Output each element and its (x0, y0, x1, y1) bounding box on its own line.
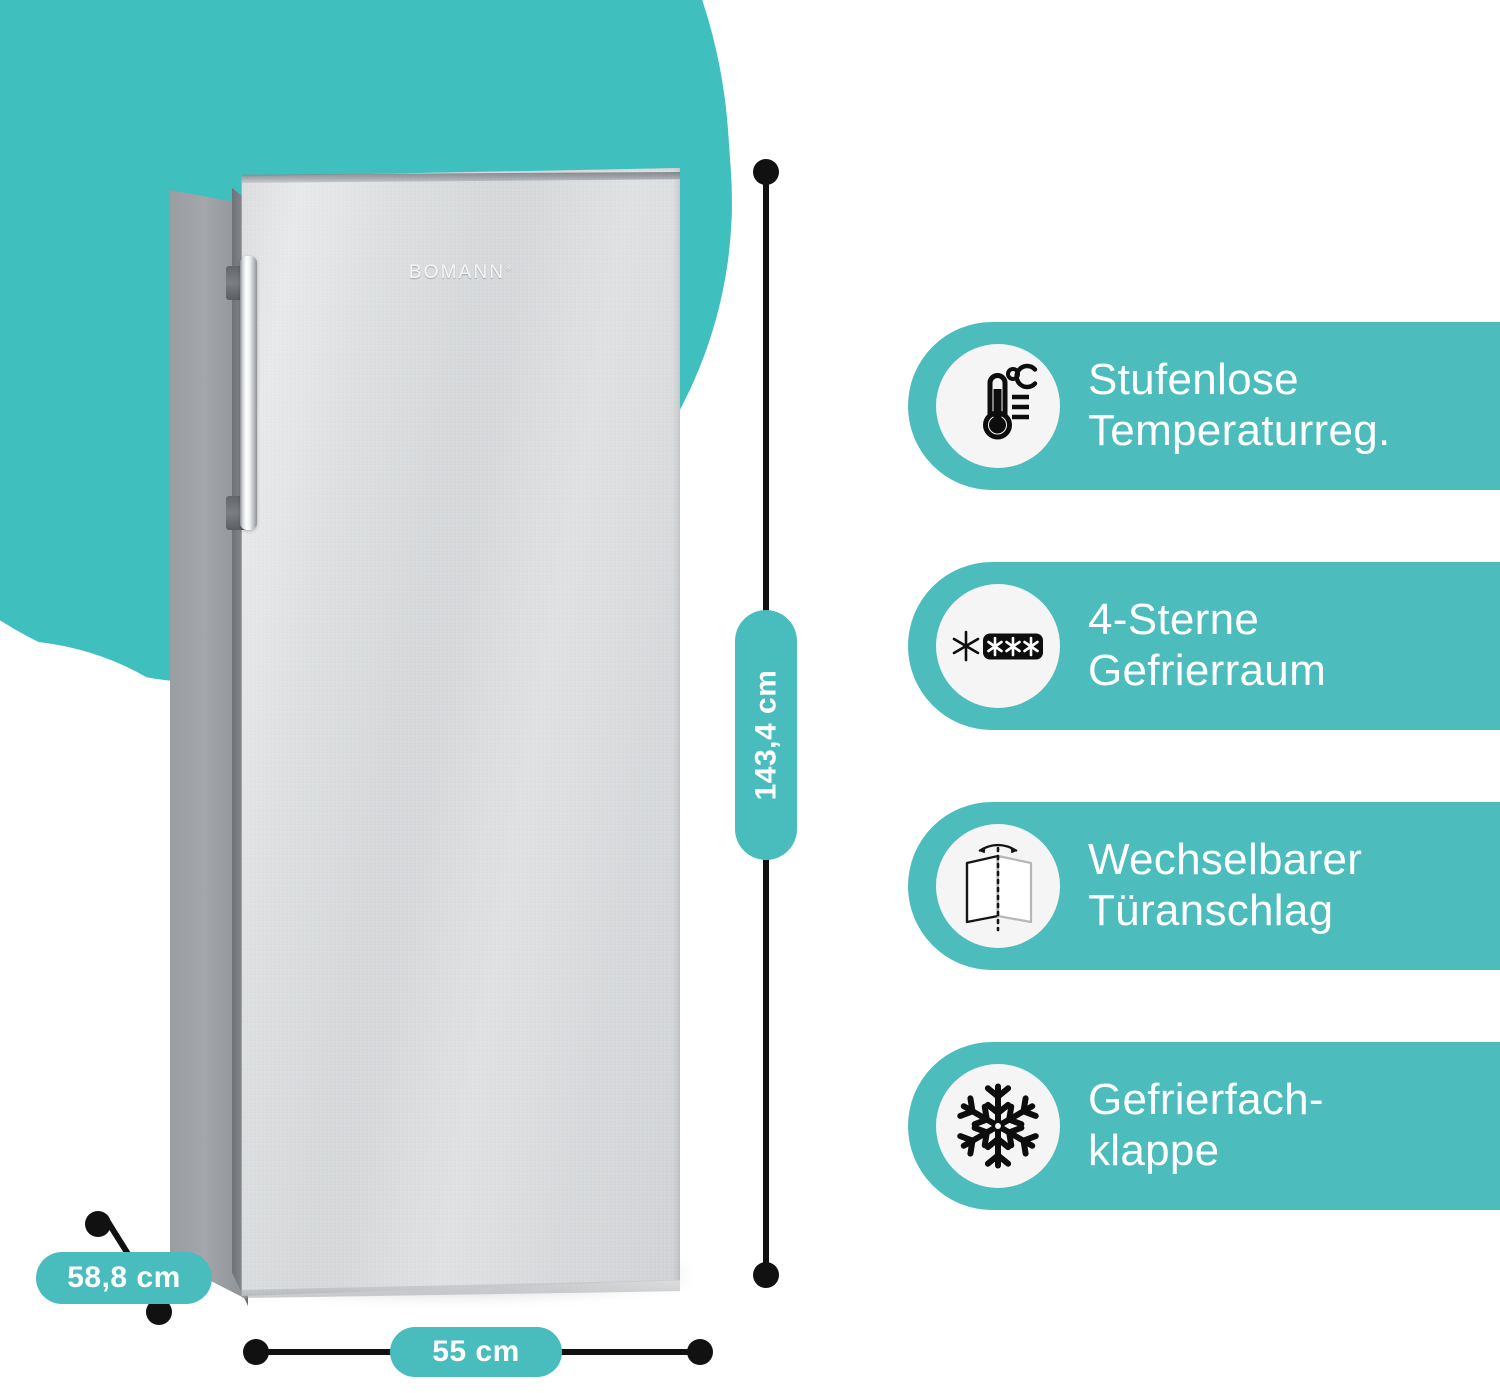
width-endpoint-right-dot (687, 1339, 713, 1365)
brand-logo: BOMANN® (242, 262, 680, 284)
width-endpoint-left-dot (243, 1339, 269, 1365)
feature-badge-freezer-flap: Gefrierfach- klappe (908, 1042, 1500, 1210)
feature-label-freezer-flap: Gefrierfach- klappe (1088, 1075, 1324, 1175)
height-dimension-label: 143,4 cm (735, 610, 797, 860)
height-endpoint-bottom-dot (753, 1262, 779, 1288)
depth-endpoint-top-dot (85, 1211, 111, 1237)
four-star-freezer-icon (936, 584, 1060, 708)
depth-dimension-label: 58,8 cm (36, 1252, 212, 1304)
feature-badge-reversible-door: Wechselbarer Türanschlag (908, 802, 1500, 970)
height-dimension-value: 143,4 cm (749, 669, 782, 801)
height-endpoint-top-dot (753, 159, 779, 185)
door-handle (240, 256, 257, 530)
width-dimension-label: 55 cm (390, 1327, 562, 1377)
feature-badge-four-star: 4-Sterne Gefrierraum (908, 562, 1500, 730)
reversible-door-icon (936, 824, 1060, 948)
thermometer-celsius-icon (936, 344, 1060, 468)
snowflake-icon (936, 1064, 1060, 1188)
product-image-freezer: BOMANN® (170, 168, 688, 1308)
trademark-symbol: ® (505, 263, 512, 273)
feature-label-four-star: 4-Sterne Gefrierraum (1088, 595, 1327, 695)
depth-dimension-value: 58,8 cm (67, 1261, 181, 1294)
feature-label-reversible-door: Wechselbarer Türanschlag (1088, 835, 1363, 935)
width-dimension-value: 55 cm (432, 1335, 520, 1368)
brand-name: BOMANN (408, 262, 506, 283)
feature-badge-list: Stufenlose Temperaturreg. (908, 322, 1500, 1210)
feature-badge-temperature: Stufenlose Temperaturreg. (908, 322, 1500, 490)
freezer-top-edge (241, 172, 680, 183)
freezer-door-front: BOMANN® (241, 168, 680, 1296)
feature-label-temperature: Stufenlose Temperaturreg. (1088, 355, 1391, 455)
